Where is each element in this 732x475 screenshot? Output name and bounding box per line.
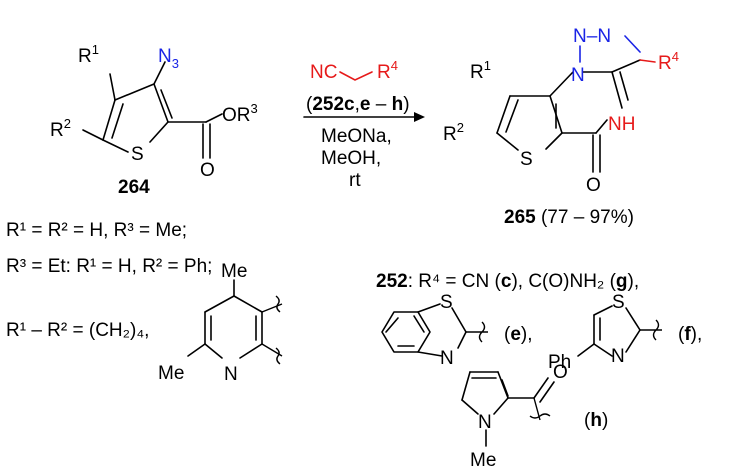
- pyridine-me-bottom: Me: [158, 363, 184, 384]
- pyridine-bond: [204, 295, 235, 313]
- pyrrole-wavy-bond: [529, 397, 551, 421]
- reagent-nc: NC: [310, 62, 337, 83]
- reactant-r1: R1: [78, 42, 99, 67]
- reactant-ring-s: S: [131, 144, 144, 165]
- benzothiazole-bond: [385, 315, 425, 347]
- pyridine-me-bond: [187, 343, 206, 357]
- reactant-r2: R2: [50, 116, 71, 141]
- reactant-azide: N3: [158, 46, 179, 71]
- reactant-r2-bond: [82, 129, 104, 141]
- pyrrole-me: Me: [470, 450, 496, 471]
- condition-base: MeONa,: [321, 126, 392, 147]
- reactant-ring-bond: [153, 83, 169, 123]
- condition-temperature: rt: [349, 170, 361, 191]
- benzothiazole-bond: [457, 331, 467, 349]
- pyrrole-carbonyl-o: O: [553, 362, 568, 383]
- reaction-arrow-group: NC R4 (252c,e – h) MeONa, MeOH, rt: [303, 58, 425, 191]
- thiazole-s: S: [612, 292, 625, 313]
- thiazole-bond: [593, 343, 613, 357]
- benzothiazole-bond: [417, 303, 441, 313]
- benzothiazole-bond: [417, 351, 443, 357]
- pyridine-n: N: [224, 364, 238, 385]
- substituent-definitions: R¹ = R² = H, R³ = Me; R³ = Et: R¹ = H, R…: [6, 220, 283, 385]
- product-ring-bond: [549, 71, 574, 97]
- reactant-264: R1 R2 N3 S O OR3 264: [50, 42, 258, 198]
- product-r2: R2: [443, 120, 464, 145]
- product-ring-bond: [496, 95, 511, 134]
- product-r1: R1: [470, 58, 491, 83]
- reactant-azide-bond: [153, 61, 166, 85]
- reactant-carbonyl-o: O: [200, 160, 215, 181]
- product-ring-bond: [619, 71, 629, 101]
- benzothiazole-bond: [451, 307, 467, 333]
- reagent-ref: (252c,e – h): [306, 94, 410, 115]
- product-nh: NH: [608, 114, 635, 135]
- pyrrole-carbonyl-bond: [533, 377, 549, 399]
- reagent-r4: R4: [377, 58, 398, 83]
- thiazole-bond: [577, 343, 595, 357]
- definition-line-3: R¹ – R² = (CH₂)₄,: [6, 320, 149, 341]
- pyridine-me-top: Me: [221, 261, 247, 282]
- pyrrole-bond: [461, 399, 479, 415]
- reaction-arrow-head: [414, 112, 425, 122]
- product-n2: N–N: [573, 26, 611, 47]
- r4-definition-line: 252: R⁴ = CN (c), C(O)NH₂ (g),: [376, 271, 639, 292]
- reactant-ring-bond: [114, 83, 155, 101]
- product-ring-bond: [496, 132, 519, 151]
- benzothiazole-n: N: [440, 348, 454, 369]
- pyrrole-carbonyl-bond: [539, 381, 555, 403]
- product-ring-bond: [505, 99, 519, 133]
- label-e: (e),: [504, 324, 533, 345]
- reagent-252-definitions: 252: R⁴ = CN (c), C(O)NH₂ (g), S N (e), …: [376, 271, 702, 471]
- reactant-ring-bond: [149, 121, 169, 143]
- reactant-ring-bond: [111, 103, 124, 139]
- pyridine-bond: [204, 343, 223, 359]
- thiazole-wavy-bond: [640, 319, 662, 341]
- product-r4: R4: [658, 49, 679, 74]
- benzothiazole-structure: S N: [381, 292, 488, 369]
- label-h: (h): [584, 410, 608, 431]
- reactant-ring-bond: [160, 89, 173, 119]
- product-ring-bond: [545, 132, 563, 150]
- product-carbonyl-o: O: [586, 175, 601, 196]
- reagent-bond: [339, 71, 373, 81]
- reactant-ester-o-bond: [205, 113, 223, 123]
- definition-line-1: R¹ = R² = H, R³ = Me;: [6, 220, 187, 241]
- condition-solvent: MeOH,: [321, 148, 381, 169]
- product-number-yield: 265 (77 – 97%): [504, 207, 634, 228]
- pyrrole-bond: [493, 397, 509, 415]
- product-ring-bond: [595, 119, 608, 134]
- reactant-number: 264: [118, 177, 150, 198]
- product-ring-s: S: [520, 149, 533, 170]
- pyridine-wavy-bond: [261, 343, 283, 365]
- thiazole-bond: [625, 329, 641, 353]
- thiazole-n: N: [611, 346, 625, 367]
- thiazole-ph: Ph: [548, 352, 571, 373]
- benzothiazole-wavy-bond: [466, 321, 488, 343]
- product-ring-bond: [611, 71, 623, 109]
- phenylthiazole-structure: S N Ph: [548, 292, 662, 373]
- reactant-ring-bond: [102, 99, 116, 141]
- definition-line-2: R³ = Et: R¹ = H, R² = Ph;: [6, 256, 212, 277]
- product-triazole-bond: [624, 35, 641, 53]
- pyridine-bond: [239, 343, 263, 359]
- product-ring-bond: [611, 59, 641, 73]
- reactant-ring-bond: [102, 139, 129, 153]
- thiazole-bond: [625, 307, 641, 331]
- pyridine-bond: [233, 295, 263, 313]
- label-f: (f),: [678, 324, 702, 345]
- product-265: R1 R2 S N N–N R4 NH O 265 (77 – 97%): [443, 26, 679, 228]
- pyrrole-bond: [501, 379, 509, 397]
- pyrrole-n: N: [478, 412, 492, 433]
- product-n1: N: [571, 65, 585, 86]
- pyrrole-carbonyl-structure: N Me O: [461, 362, 568, 471]
- product-r4-bond: [639, 59, 656, 63]
- reactant-ester-or: OR3: [222, 101, 258, 126]
- reactant-r1-bond: [109, 73, 116, 101]
- pyridine-wavy-bond: [261, 295, 283, 313]
- thiazole-bond: [593, 305, 613, 316]
- pyrrole-bond: [461, 371, 471, 401]
- benzothiazole-s: S: [440, 292, 453, 313]
